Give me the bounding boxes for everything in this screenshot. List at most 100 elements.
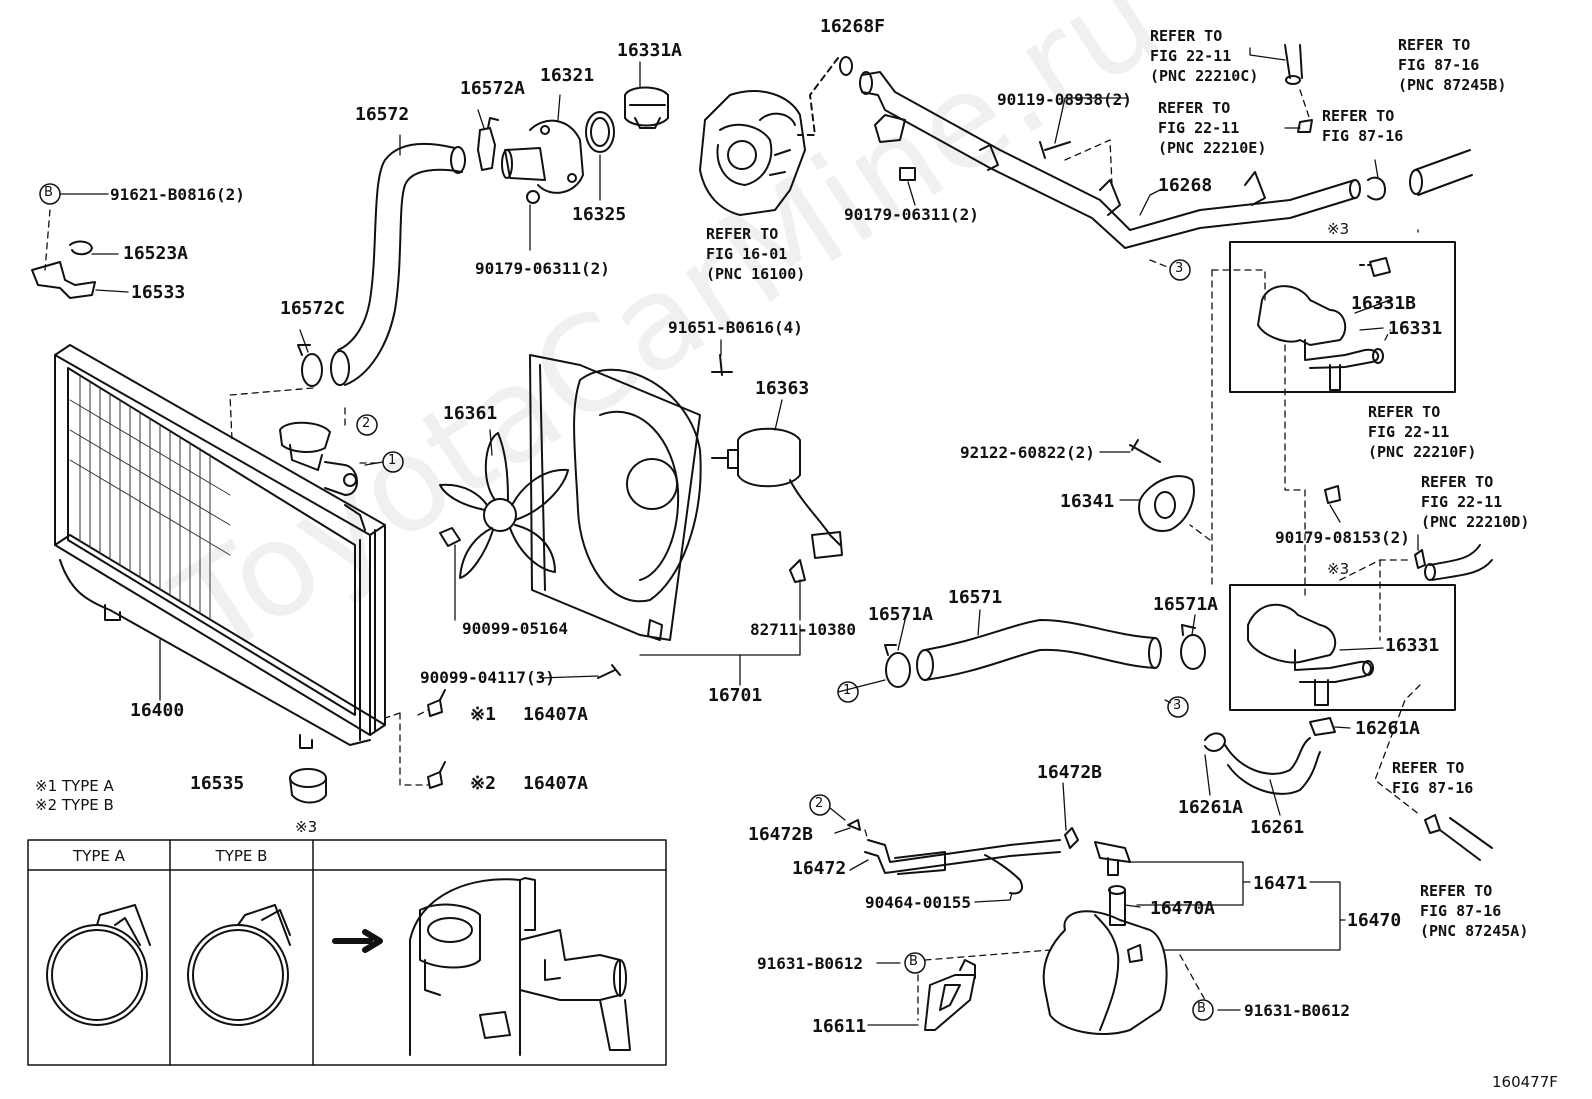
callout-3-hose: 3 [1173,698,1182,713]
note-star3-bottom: ※3 [1327,560,1350,578]
label-16363: 16363 [755,378,810,399]
refer-22210e: REFER TO FIG 22-11 (PNC 22210E) [1158,99,1267,157]
reservoir-bracket[interactable] [924,959,976,1031]
label-16572c: 16572C [280,298,346,319]
label-16331-bottom: 16331 [1385,635,1440,656]
callout-b-bracket: B [44,185,53,200]
label-16361: 16361 [443,403,498,424]
callout-1-hose: 1 [843,683,852,698]
label-16571: 16571 [948,587,1003,608]
label-16407a-type-a: 16407A [523,704,589,725]
label-91631-left: 91631-B0612 [757,954,863,973]
fan-motor[interactable] [711,354,843,559]
label-90099-04117: 90099-04117(3) [420,668,555,687]
gasket-16341[interactable] [1138,475,1195,532]
drain-cock-type-b[interactable] [427,761,446,789]
label-16572a: 16572A [460,78,526,99]
label-16533: 16533 [131,282,186,303]
nut-90099[interactable] [439,527,461,547]
refer-22210f: REFER TO FIG 22-11 (PNC 22210F) [1368,403,1477,461]
label-16535: 16535 [190,773,245,794]
label-16331a: 16331A [617,40,683,61]
cushion-16535[interactable] [289,768,327,804]
thermostat[interactable] [624,86,669,129]
type-table [27,839,667,1066]
detail-illus [332,877,631,1056]
reservoir-tank[interactable] [1042,885,1168,1036]
callout-2-overflow: 2 [815,796,824,811]
refer-87-16-top: REFER TO FIG 87-16 [1322,107,1404,145]
water-outlet[interactable] [501,119,584,194]
clamp-16261a-left[interactable] [1204,732,1226,752]
fan-shroud[interactable] [529,354,702,641]
label-16268: 16268 [1158,175,1213,196]
hose-clamp-16571a-right[interactable] [1180,624,1206,670]
label-90179-bypass: 90179-06311(2) [844,205,979,224]
table-header-type-b: TYPE B [215,847,268,865]
cooling-fan[interactable] [439,432,569,579]
figure-code: 160477F [1492,1073,1558,1091]
label-16325: 16325 [572,204,627,225]
label-92122: 92122-60822(2) [960,443,1095,462]
callout-b-right: B [1197,1001,1206,1016]
label-16572: 16572 [355,104,410,125]
upper-hose[interactable] [330,142,466,386]
plug-16331b[interactable] [1369,257,1391,277]
stud-92122[interactable] [1129,439,1161,463]
nut-90179[interactable] [899,167,916,181]
legend-type-b: ※2 TYPE B [35,796,114,814]
type-b-clamp-illus [187,904,291,1026]
clamp-16261a-right[interactable] [1309,717,1336,736]
label-16472: 16472 [792,858,847,879]
label-16321: 16321 [540,65,595,86]
overflow-hose[interactable] [864,839,1061,875]
mark-type-b: ※2 [470,773,496,794]
label-90099-05164: 90099-05164 [462,619,568,638]
refer-22210c: REFER TO FIG 22-11 (PNC 22210C) [1150,27,1259,85]
label-16471: 16471 [1253,873,1308,894]
nut-90179-08153[interactable] [1324,485,1341,504]
label-16472b-left: 16472B [748,824,814,845]
label-90464: 90464-00155 [865,893,971,912]
label-16472b-right: 16472B [1037,762,1103,783]
drain-cock-type-a[interactable] [427,689,446,717]
refer-87245a: REFER TO FIG 87-16 (PNC 87245A) [1420,882,1529,940]
bracket-16533[interactable] [31,261,96,299]
connector-clip[interactable] [789,559,806,583]
clamp-90464[interactable] [984,854,1023,895]
water-inlet-bottom[interactable] [1247,603,1374,706]
clip-16472b-left[interactable] [847,819,861,831]
screw-90099-04117[interactable] [597,664,621,679]
water-inlet-top[interactable] [1257,285,1384,391]
label-91631-right: 91631-B0612 [1244,1001,1350,1020]
callout-2-radiator: 2 [362,416,371,431]
hose-clamp-16572c[interactable] [297,344,323,387]
note-star3-top: ※3 [1327,220,1350,238]
label-91621: 91621-B0816(2) [110,185,245,204]
callout-3-pipe: 3 [1175,261,1184,276]
label-90179-outlet: 90179-06311(2) [475,259,610,278]
refer-87245b: REFER TO FIG 87-16 (PNC 87245B) [1398,36,1507,94]
label-16571a-right: 16571A [1153,594,1219,615]
label-90119: 90119-08938(2) [997,90,1132,109]
hose-clamp-16571a-left[interactable] [884,644,911,688]
type-a-clamp-illus [46,904,151,1026]
bypass-hose-16261[interactable] [1224,737,1321,795]
bolt-90119[interactable] [1039,141,1071,159]
label-16701: 16701 [708,685,763,706]
radiator[interactable] [54,344,386,749]
label-16400: 16400 [130,700,185,721]
lower-hose[interactable] [916,619,1162,681]
clip-16472b-right[interactable] [1064,827,1079,849]
refer-87-16-bottom: REFER TO FIG 87-16 [1392,759,1474,797]
water-pump-ref [699,90,806,216]
label-16261a-left: 16261A [1178,797,1244,818]
table-header-type-a: TYPE A [73,847,125,865]
gasket-16325[interactable] [585,111,615,153]
bypass-pipe[interactable] [859,71,1361,249]
gasket-16268f[interactable] [839,56,853,76]
clamp-16523a[interactable] [69,240,93,256]
hose-clamp-16572a[interactable] [477,117,499,171]
reservoir-cap[interactable] [1094,841,1131,863]
